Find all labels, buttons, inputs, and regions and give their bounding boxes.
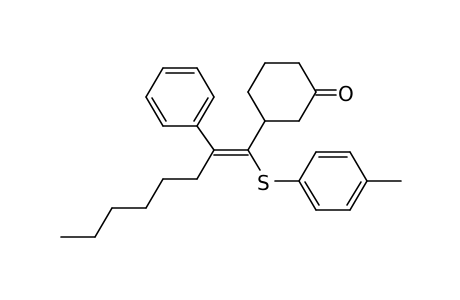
hexyl-chain	[60, 149, 215, 238]
oxygen-atom-label: O	[338, 82, 354, 106]
bond-phenyl-alkene	[196, 125, 215, 151]
phenyl-ring	[145, 67, 215, 127]
bond-alkene-ring	[247, 120, 266, 151]
alkene-double-bond	[213, 149, 249, 156]
bond-alkene-sulfur	[247, 149, 261, 171]
tolyl-ring	[298, 151, 368, 211]
cyclohexanone-ring	[247, 62, 317, 122]
ketone-double-bond	[315, 89, 337, 96]
sulfur-atom-label: S	[257, 171, 270, 195]
